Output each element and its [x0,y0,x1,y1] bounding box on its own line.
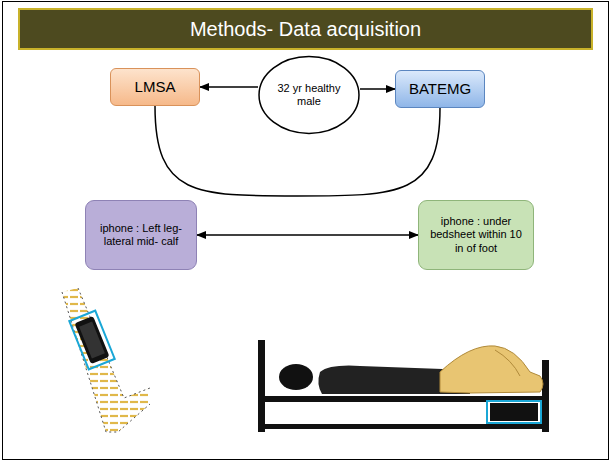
subject-ellipse: 32 yr healthy male [258,55,360,135]
node-text: LMSA [135,78,176,96]
node-text: iphone : under bedsheet within 10 in of … [427,215,525,255]
placement-box: iphone : Left leg- lateral mid- calf [85,200,197,270]
connector [200,86,258,88]
method-box: LMSA [110,68,200,106]
node-text: 32 yr healthy male [276,82,342,108]
connector [197,234,418,236]
connector [360,88,395,90]
node-text: BATEMG [409,80,471,98]
title-bar: Methods- Data acquisition [18,8,593,50]
leg-illustration [62,288,150,432]
bed-illustration [258,340,549,432]
method-box: BATEMG [395,70,485,108]
slide-title: Methods- Data acquisition [190,18,421,41]
placement-box: iphone : under bedsheet within 10 in of … [418,200,534,270]
node-text: iphone : Left leg- lateral mid- calf [94,222,188,248]
